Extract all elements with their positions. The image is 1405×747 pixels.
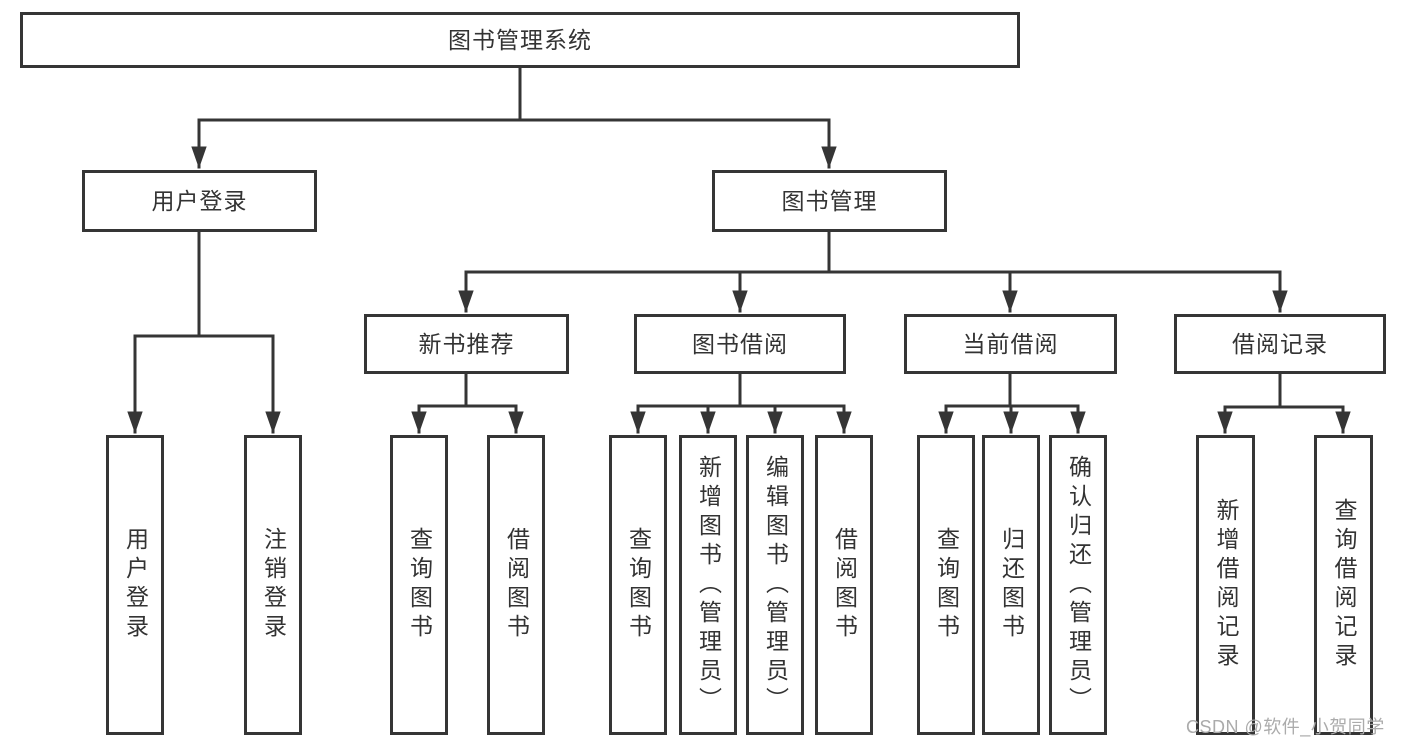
leaf-query-books: 查询图书: [609, 435, 667, 735]
leaf-label: 编辑图书（管理员）: [762, 454, 789, 716]
leaf-logout: 注销登录: [244, 435, 302, 735]
node-book-borrowing: 图书借阅: [634, 314, 846, 374]
leaf-user-login: 用户登录: [106, 435, 164, 735]
node-label: 图书管理: [781, 187, 878, 214]
leaf-return-book: 归还图书: [982, 435, 1040, 735]
leaf-label: 确认归还（管理员）: [1065, 454, 1092, 716]
leaf-label: 新增借阅记录: [1213, 498, 1239, 672]
leaf-label: 查询图书: [933, 527, 960, 643]
node-label: 图书借阅: [692, 330, 788, 357]
leaf-label: 归还图书: [998, 527, 1025, 643]
leaf-label: 查询图书: [625, 527, 652, 643]
leaf-edit-book-admin: 编辑图书（管理员）: [746, 435, 804, 735]
leaf-label: 查询借阅记录: [1331, 498, 1357, 672]
node-label: 当前借阅: [962, 330, 1059, 357]
leaf-confirm-return-admin: 确认归还（管理员）: [1049, 435, 1107, 735]
node-library-management-system: 图书管理系统: [20, 12, 1020, 68]
leaf-add-borrow-record: 新增借阅记录: [1196, 435, 1255, 735]
leaf-label: 新增图书（管理员）: [695, 454, 722, 716]
leaf-label: 借阅图书: [503, 527, 530, 643]
node-label: 新书推荐: [418, 330, 515, 357]
node-label: 图书管理系统: [448, 26, 592, 53]
leaf-add-book-admin: 新增图书（管理员）: [679, 435, 737, 735]
leaf-label: 注销登录: [260, 527, 287, 643]
leaf-label: 用户登录: [122, 527, 149, 643]
csdn-watermark: CSDN @软件_小贺同学: [1186, 717, 1385, 737]
leaf-borrow-books: 借阅图书: [487, 435, 545, 735]
leaf-query-books: 查询图书: [917, 435, 975, 735]
node-label: 用户登录: [151, 187, 248, 214]
leaf-query-borrow-record: 查询借阅记录: [1314, 435, 1373, 735]
node-new-book-recommendation: 新书推荐: [364, 314, 569, 374]
node-book-management: 图书管理: [712, 170, 947, 232]
node-user-login: 用户登录: [82, 170, 317, 232]
node-borrowing-records: 借阅记录: [1174, 314, 1386, 374]
node-current-borrowing: 当前借阅: [904, 314, 1117, 374]
node-label: 借阅记录: [1232, 330, 1328, 357]
leaf-label: 查询图书: [406, 527, 433, 643]
leaf-query-books: 查询图书: [390, 435, 448, 735]
leaf-borrow-books: 借阅图书: [815, 435, 873, 735]
leaf-label: 借阅图书: [831, 527, 858, 643]
